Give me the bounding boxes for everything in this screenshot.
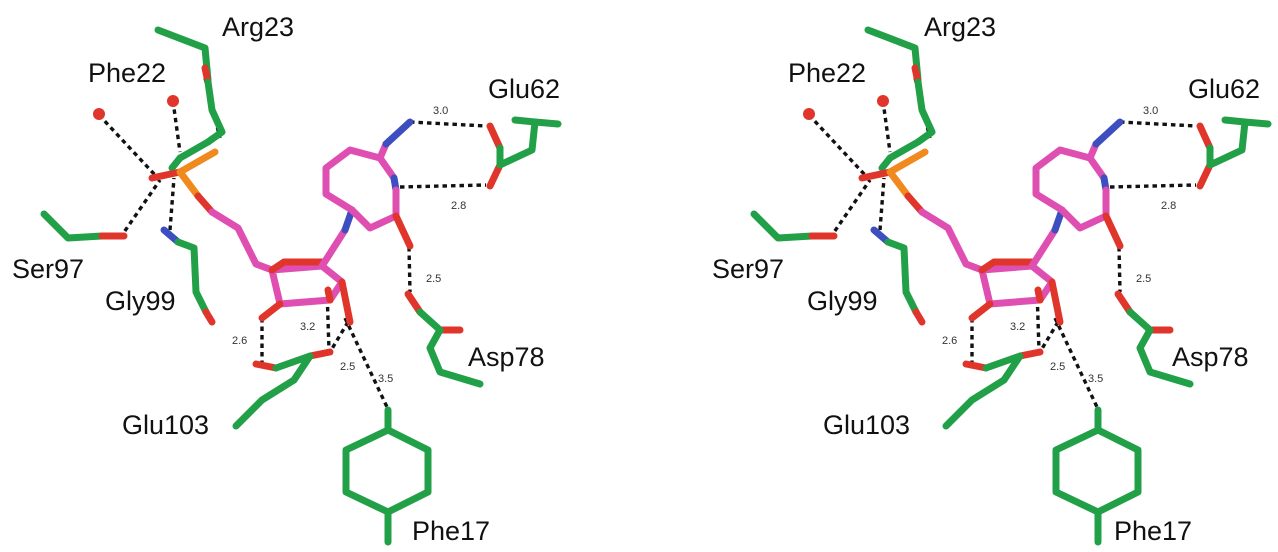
- distance-labels-right: 3.0 2.8 2.5 2.6 3.2 2.5 3.5: [942, 105, 1176, 385]
- distance-asp78: 2.5: [426, 273, 441, 285]
- label-phe17-right: Phe17: [1114, 516, 1192, 546]
- distance-glu103-a-right: 2.6: [942, 335, 957, 347]
- distance-glu62-b-right: 2.8: [1161, 200, 1176, 212]
- label-glu62-right: Glu62: [1188, 74, 1260, 104]
- label-gly99-right: Gly99: [807, 286, 878, 316]
- label-arg23-right: Arg23: [924, 12, 996, 42]
- label-gly99: Gly99: [105, 286, 176, 316]
- residue-labels-right: Arg23 Phe22 Glu62 Ser97 Gly99 Asp78 Glu1…: [712, 12, 1260, 546]
- label-asp78: Asp78: [468, 342, 545, 372]
- label-glu103-right: Glu103: [823, 410, 910, 440]
- distance-glu62-a-right: 3.0: [1143, 105, 1158, 117]
- label-asp78-right: Asp78: [1172, 342, 1249, 372]
- label-phe22: Phe22: [88, 58, 166, 88]
- distance-labels-left: 3.0 2.8 2.5 2.6 3.2 2.5 3.5: [232, 105, 466, 385]
- distance-glu103-b-right: 3.2: [1010, 321, 1025, 333]
- distance-glu62-a: 3.0: [433, 105, 448, 117]
- distance-glu103-a: 2.6: [232, 335, 247, 347]
- label-ser97-right: Ser97: [712, 254, 784, 284]
- label-phe22-right: Phe22: [788, 58, 866, 88]
- label-glu62: Glu62: [488, 74, 560, 104]
- distance-glu62-b: 2.8: [451, 200, 466, 212]
- distance-glu103-b: 3.2: [300, 321, 315, 333]
- label-ser97: Ser97: [12, 254, 84, 284]
- label-arg23: Arg23: [222, 12, 294, 42]
- distance-asp78-right: 2.5: [1136, 273, 1151, 285]
- distance-phe17: 3.5: [378, 373, 393, 385]
- label-glu103: Glu103: [122, 410, 209, 440]
- label-phe17: Phe17: [412, 516, 490, 546]
- residue-labels-left: Arg23 Phe22 Glu62 Ser97 Gly99 Asp78 Glu1…: [12, 12, 560, 546]
- distance-glu103-c: 2.5: [340, 361, 355, 373]
- distance-phe17-right: 3.5: [1088, 373, 1103, 385]
- distance-glu103-c-right: 2.5: [1050, 361, 1065, 373]
